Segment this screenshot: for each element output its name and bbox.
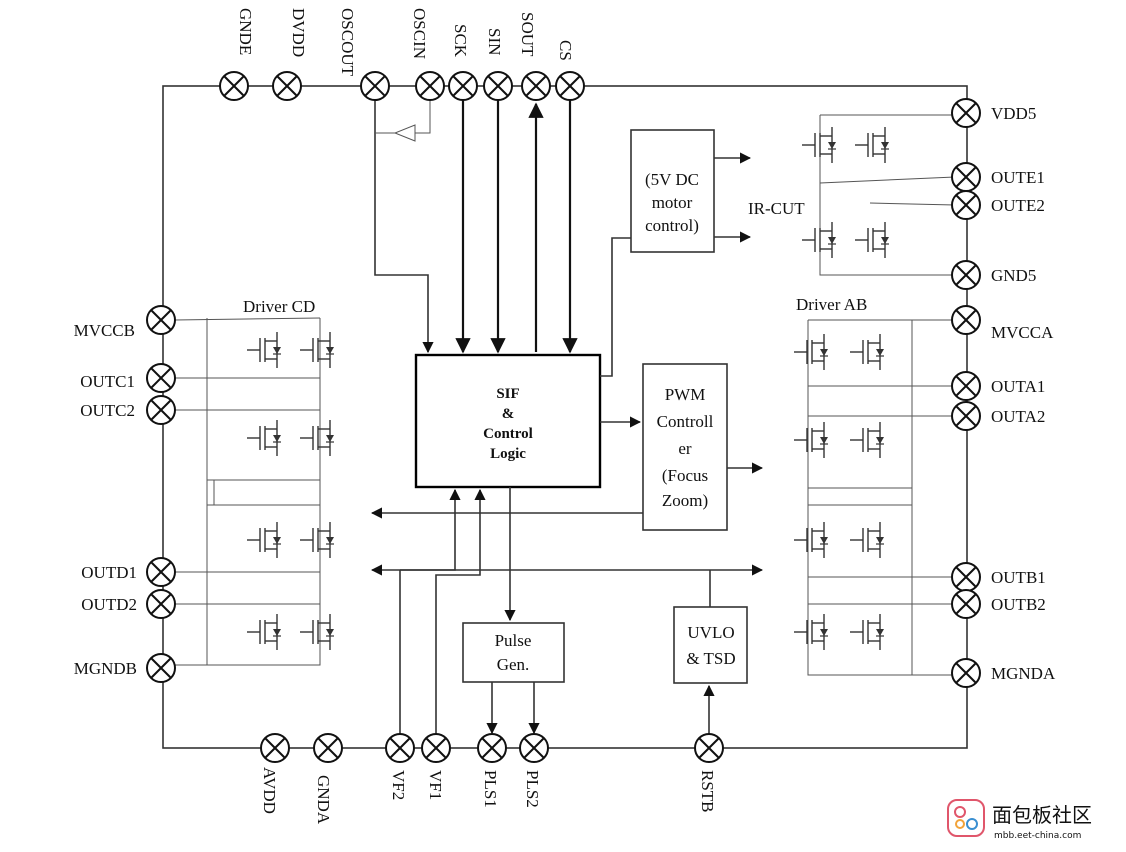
pin-sck <box>448 71 478 101</box>
pin-outd2 <box>146 589 176 619</box>
pwm-controller-block <box>642 363 728 531</box>
label-rstb: RSTB <box>698 770 717 813</box>
label-dvdd: DVDD <box>289 8 308 57</box>
pin-gnde <box>219 71 249 101</box>
driver-ab-label: Driver AB <box>796 295 867 314</box>
pin-mgnda <box>951 658 981 688</box>
label-mgndb: MGNDB <box>74 659 137 678</box>
pin-outc1 <box>146 363 176 393</box>
label-vf1: VF1 <box>426 770 445 800</box>
pin-outa2 <box>951 401 981 431</box>
label-gnda: GNDA <box>314 775 333 825</box>
driver-cd-label: Driver CD <box>243 297 315 316</box>
pin-outc2 <box>146 395 176 425</box>
uvlo-tsd-block <box>673 606 748 684</box>
sif-line-3: Control <box>483 426 533 442</box>
pin-oute2 <box>951 190 981 220</box>
label-mgnda: MGNDA <box>991 664 1056 683</box>
pin-mvcca <box>951 305 981 335</box>
sif-line-4: Logic <box>490 446 526 462</box>
label-oscin: OSCIN <box>410 8 429 59</box>
sif-line-2: & <box>502 406 515 422</box>
pin-outa1 <box>951 371 981 401</box>
label-vf2: VF2 <box>389 770 408 800</box>
label-outb2: OUTB2 <box>991 595 1046 614</box>
watermark-logo-icon <box>947 799 985 837</box>
label-outa2: OUTA2 <box>991 407 1045 426</box>
label-sck: SCK <box>451 24 470 58</box>
label-vdd5: VDD5 <box>991 104 1036 123</box>
label-outc2: OUTC2 <box>80 401 135 420</box>
block-connections <box>370 152 764 735</box>
label-outb1: OUTB1 <box>991 568 1046 587</box>
pin-oute1 <box>951 162 981 192</box>
label-gnd5: GND5 <box>991 266 1036 285</box>
label-oscout: OSCOUT <box>338 8 357 77</box>
label-sin: SIN <box>485 28 504 55</box>
pwm-line-4: (Focus <box>662 466 708 485</box>
label-sout: SOUT <box>518 12 537 57</box>
pin-vf1 <box>421 733 451 763</box>
label-oute2: OUTE2 <box>991 196 1045 215</box>
pwm-line-2: Controll <box>657 412 714 431</box>
pin-cs <box>555 71 585 101</box>
pin-sout <box>521 71 551 101</box>
watermark: 面包板社区 mbb.eet-china.com <box>947 799 1092 841</box>
pin-vdd5 <box>951 98 981 128</box>
label-outd1: OUTD1 <box>81 563 137 582</box>
pin-gnda <box>313 733 343 763</box>
pulse-line-2: Gen. <box>497 655 530 674</box>
watermark-text: 面包板社区 <box>992 803 1092 827</box>
pulse-gen-block <box>462 622 565 683</box>
label-cs: CS <box>556 40 575 61</box>
pwm-line-5: Zoom) <box>662 491 708 510</box>
pin-oscin <box>415 71 445 101</box>
label-oute1: OUTE1 <box>991 168 1045 187</box>
pin-outb2 <box>951 589 981 619</box>
ircut-label: IR-CUT <box>748 199 805 218</box>
label-outd2: OUTD2 <box>81 595 137 614</box>
sif-control-block <box>414 353 602 489</box>
serial-lines <box>455 100 578 354</box>
driver-ab-circuit <box>793 319 955 676</box>
pin-outb1 <box>951 562 981 592</box>
pin-outd1 <box>146 557 176 587</box>
pin-pls2 <box>519 733 549 763</box>
label-gnde: GNDE <box>236 8 255 55</box>
label-mvcca: MVCCA <box>991 323 1054 342</box>
pin-mvccb <box>146 305 176 335</box>
motor-line-1: (5V DC <box>645 170 699 189</box>
label-pls1: PLS1 <box>481 770 500 808</box>
pin-sin <box>483 71 513 101</box>
label-outa1: OUTA1 <box>991 377 1045 396</box>
pwm-line-1: PWM <box>665 385 706 404</box>
uvlo-line-2: & TSD <box>686 649 735 668</box>
pin-mgndb <box>146 653 176 683</box>
label-outc1: OUTC1 <box>80 372 135 391</box>
watermark-sub: mbb.eet-china.com <box>994 831 1081 841</box>
sif-line-1: SIF <box>496 386 519 402</box>
pin-rstb <box>694 733 724 763</box>
label-avdd: AVDD <box>260 767 279 814</box>
pulse-line-1: Pulse <box>495 631 532 650</box>
pin-pls1 <box>477 733 507 763</box>
osc-wiring <box>374 100 434 354</box>
pin-vf2 <box>385 733 415 763</box>
pwm-line-3: er <box>678 439 692 458</box>
motor-line-3: control) <box>645 216 699 235</box>
pin-oscout <box>360 71 390 101</box>
label-pls2: PLS2 <box>523 770 542 808</box>
uvlo-line-1: UVLO <box>687 623 734 642</box>
driver-cd-circuit <box>174 317 335 666</box>
motor-control-block <box>630 129 715 253</box>
label-mvccb: MVCCB <box>74 321 135 340</box>
motor-line-2: motor <box>652 193 693 212</box>
pin-avdd <box>260 733 290 763</box>
ircut-circuit <box>801 114 956 276</box>
pin-gnd5 <box>951 260 981 290</box>
pin-dvdd <box>272 71 302 101</box>
